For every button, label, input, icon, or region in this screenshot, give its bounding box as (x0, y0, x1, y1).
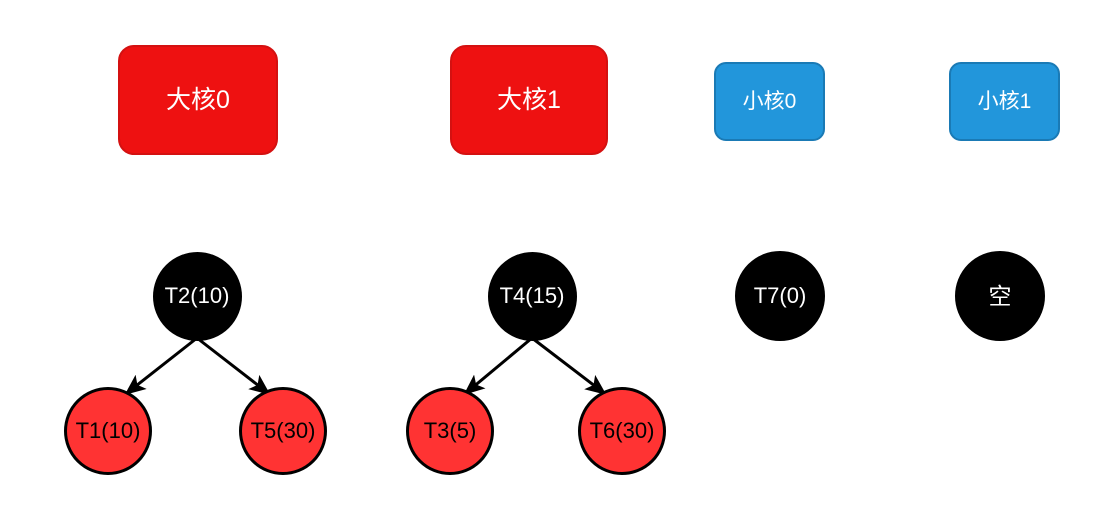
task-node-child[interactable]: T6(30) (578, 387, 666, 475)
edge-arrow (531, 336, 607, 395)
task-node-label: T6(30) (589, 418, 655, 443)
task-node-label: T3(5) (423, 418, 477, 443)
task-node-label: 空 (988, 282, 1012, 309)
task-node-child[interactable]: T1(10) (64, 387, 152, 475)
task-node-label: T1(10) (75, 418, 141, 443)
task-node-label: T2(10) (164, 283, 230, 308)
core-box-big-1[interactable]: 大核1 (450, 45, 608, 155)
core-box-little-3[interactable]: 小核1 (949, 62, 1060, 141)
task-node-label: T5(30) (250, 418, 316, 443)
edge-arrow (124, 336, 198, 395)
edge-arrow (196, 336, 271, 395)
core-box-big-0[interactable]: 大核0 (118, 45, 278, 155)
edge-arrow (463, 336, 533, 395)
task-node-parent[interactable]: 空 (955, 251, 1045, 341)
task-node-label: T7(0) (753, 283, 807, 308)
core-label: 大核1 (497, 85, 561, 114)
task-node-parent[interactable]: T2(10) (152, 251, 242, 341)
task-node-child[interactable]: T3(5) (406, 387, 494, 475)
core-label: 小核0 (742, 90, 797, 113)
task-node-label: T4(15) (499, 283, 565, 308)
task-node-parent[interactable]: T7(0) (735, 251, 825, 341)
core-label: 大核0 (166, 85, 230, 114)
task-node-child[interactable]: T5(30) (239, 387, 327, 475)
core-box-little-2[interactable]: 小核0 (714, 62, 825, 141)
task-node-parent[interactable]: T4(15) (487, 251, 577, 341)
core-label: 小核1 (977, 90, 1032, 113)
